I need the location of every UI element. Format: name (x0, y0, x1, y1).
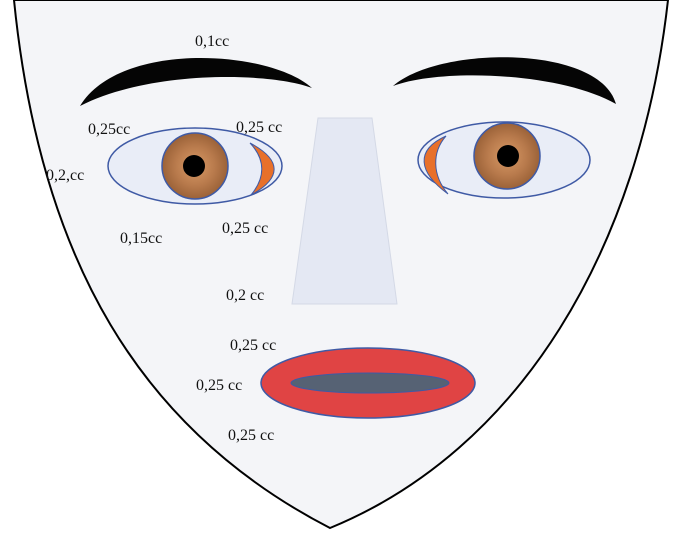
mouth-gap (291, 373, 449, 393)
upper-lid-outer-label: 0,25 cc (236, 119, 282, 136)
left-pupil (183, 155, 205, 177)
lower-lid-outer-label: 0,25 cc (222, 220, 268, 237)
lip-bottom-label: 0,25 cc (228, 427, 274, 444)
eyebrow-label: 0,1cc (195, 33, 229, 50)
lower-lid-inner-label: 0,15cc (120, 230, 162, 247)
right-pupil (497, 145, 519, 167)
lip-middle-label: 0,25 cc (196, 377, 242, 394)
lip-top-label: 0,25 cc (230, 337, 276, 354)
upper-lid-inner-label: 0,25cc (88, 121, 130, 138)
nose-label: 0,2 cc (226, 287, 264, 304)
eye-inner-corner-label: 0,2,cc (46, 167, 84, 184)
